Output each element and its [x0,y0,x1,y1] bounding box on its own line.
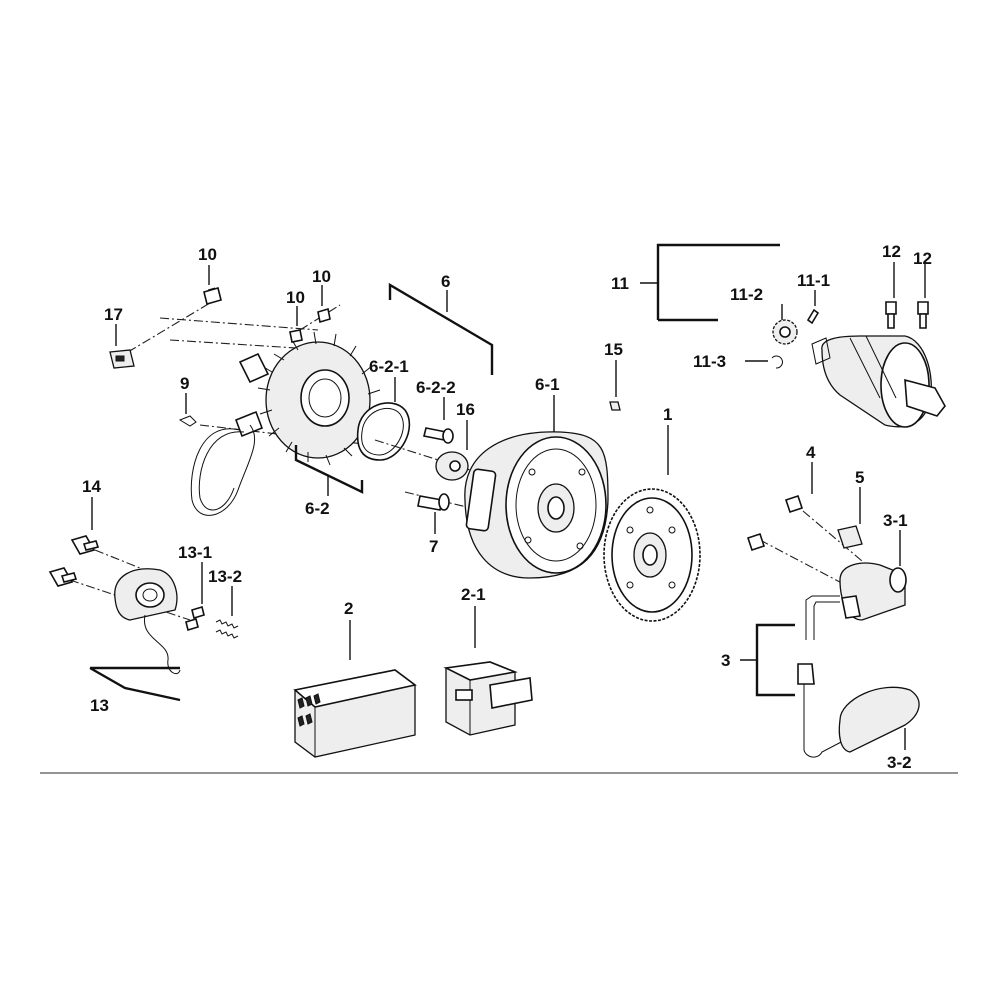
label-6-2-2: 6-2-2 [416,378,456,397]
label-3: 3 [721,651,730,670]
label-12-right: 12 [913,249,932,268]
cdi-unit-part [293,669,417,758]
label-11-3: 11-3 [693,352,726,371]
label-11-1: 11-1 [797,271,830,290]
starter-motor-part [771,301,946,428]
label-15: 15 [604,340,623,359]
label-12-left: 12 [882,242,901,261]
label-3-1: 3-1 [883,511,908,530]
gasket-part [356,402,471,471]
pulse-generator-part [48,535,239,675]
label-10-mid: 10 [286,288,305,307]
label-9: 9 [180,374,189,393]
label-6-2-1: 6-2-1 [369,357,409,376]
label-10-top: 10 [198,245,217,264]
part-number-labels: 10 10 10 17 9 6 6-2-1 6-2-2 16 6-2 6-1 7… [82,242,932,772]
label-1: 1 [663,405,672,424]
ignition-coil-part [746,494,920,758]
label-6-2: 6-2 [305,499,330,518]
label-7: 7 [429,537,438,556]
regulator-part [443,661,533,736]
key-part [609,401,621,411]
bolt-washer-part [423,427,469,481]
label-14: 14 [82,477,101,496]
label-6: 6 [441,272,450,291]
leader-lines [89,243,926,750]
label-11: 11 [611,274,629,293]
label-17: 17 [104,305,123,324]
label-13: 13 [90,696,109,715]
label-13-2: 13-2 [208,567,242,586]
starter-ring-gear-part [603,488,701,622]
label-13-1: 13-1 [178,543,212,562]
label-11-2: 11-2 [730,285,763,304]
label-2-1: 2-1 [461,585,486,604]
label-10-right: 10 [312,267,331,286]
label-2: 2 [344,599,353,618]
flywheel-part [464,431,609,579]
label-3-2: 3-2 [887,753,912,772]
label-4: 4 [806,443,816,462]
label-6-1: 6-1 [535,375,560,394]
label-5: 5 [855,468,864,487]
label-16: 16 [456,400,475,419]
